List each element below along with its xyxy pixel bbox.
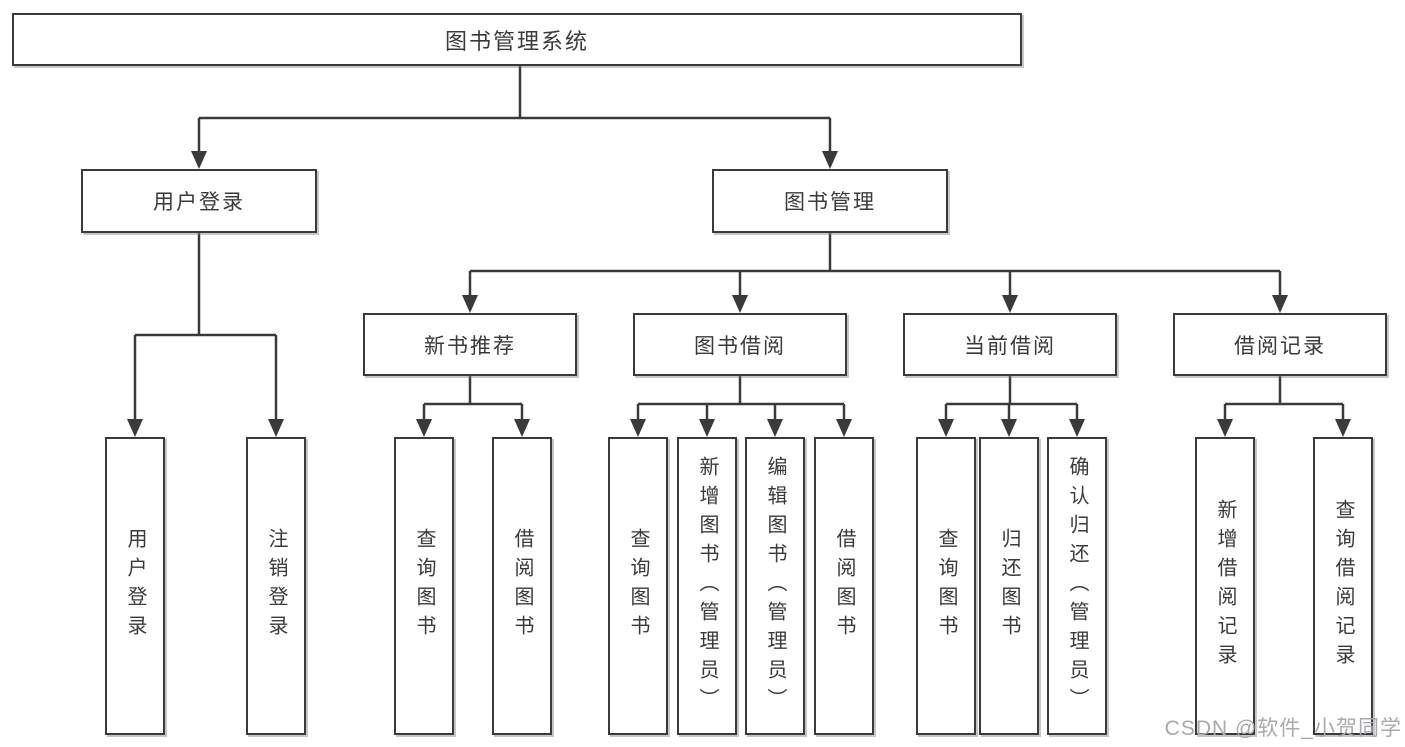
node-current-borrow: 当前借阅 (903, 313, 1117, 376)
node-borrow-records: 借阅记录 (1173, 313, 1387, 376)
leaf-borrow-books-2: 借阅图书 (814, 437, 874, 735)
leaf-borrow-books-1: 借阅图书 (492, 437, 552, 735)
leaf-add-book-admin: 新增图书（管理员） (677, 437, 737, 735)
leaf-add-borrow-record: 新增借阅记录 (1195, 437, 1255, 735)
leaf-label: 查询借阅记录 (1332, 499, 1354, 673)
leaf-label: 用户登录 (124, 528, 146, 644)
leaf-user-login: 用户登录 (105, 437, 165, 735)
leaf-label: 借阅图书 (833, 528, 855, 644)
node-user-login: 用户登录 (81, 169, 317, 233)
leaf-label: 查询图书 (935, 528, 957, 644)
node-book-borrow: 图书借阅 (633, 313, 847, 376)
leaf-logout: 注销登录 (246, 437, 306, 735)
leaf-query-books-1: 查询图书 (394, 437, 454, 735)
node-new-book-recommend: 新书推荐 (363, 313, 577, 376)
csdn-watermark: CSDN @软件_小贺同学 (1164, 717, 1402, 740)
leaf-edit-book-admin: 编辑图书（管理员） (745, 437, 805, 735)
leaf-label: 借阅图书 (511, 528, 533, 644)
arrowheads (127, 151, 1351, 437)
node-system-root: 图书管理系统 (12, 13, 1022, 66)
leaf-label: 注销登录 (265, 528, 287, 644)
leaf-label: 编辑图书（管理员） (764, 455, 786, 717)
leaf-label: 查询图书 (413, 528, 435, 644)
leaf-label: 查询图书 (627, 528, 649, 644)
leaf-label: 确认归还（管理员） (1066, 455, 1088, 717)
leaf-confirm-return-admin: 确认归还（管理员） (1047, 437, 1107, 735)
leaf-query-books-2: 查询图书 (608, 437, 668, 735)
leaf-return-book: 归还图书 (979, 437, 1039, 735)
leaf-label: 新增借阅记录 (1214, 499, 1236, 673)
leaf-label: 新增图书（管理员） (696, 455, 718, 717)
leaf-query-books-3: 查询图书 (916, 437, 976, 735)
node-book-management: 图书管理 (712, 169, 948, 233)
leaf-label: 归还图书 (998, 528, 1020, 644)
leaf-query-borrow-record: 查询借阅记录 (1313, 437, 1373, 735)
